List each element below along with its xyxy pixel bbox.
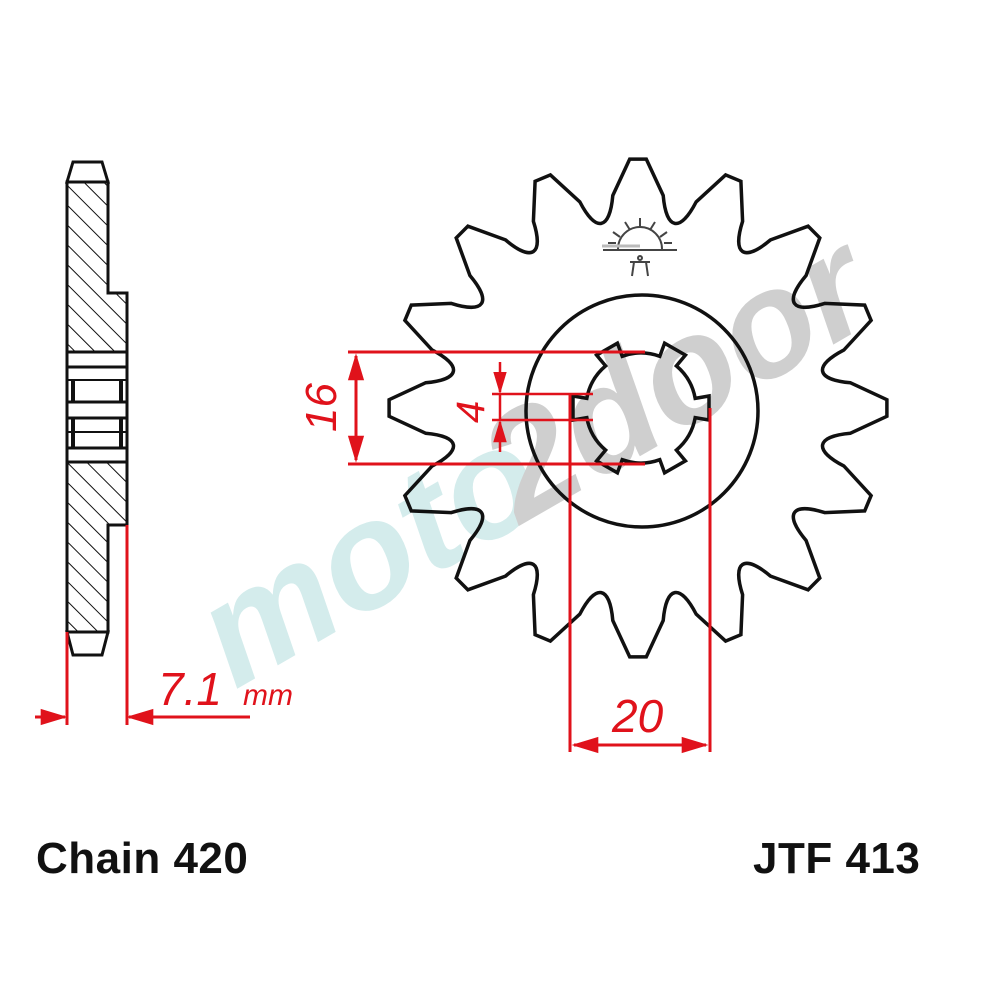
manufacturer-logo-icon xyxy=(602,218,677,277)
side-body-top xyxy=(65,180,129,354)
side-tooth-top xyxy=(64,160,111,184)
spline-bore xyxy=(571,340,711,476)
side-body-bottom xyxy=(65,460,129,634)
side-bore xyxy=(65,350,129,464)
side-view xyxy=(64,160,129,657)
part-number-label: JTF 413 xyxy=(753,834,921,883)
thickness-dimension xyxy=(35,525,250,726)
key-width-dimension xyxy=(492,362,593,452)
side-tooth-bottom xyxy=(65,630,110,657)
chain-size-label: Chain 420 xyxy=(36,834,249,883)
bore-diameter-dimension xyxy=(568,394,712,754)
sprocket-outline xyxy=(387,157,889,659)
spline-height-value: 16 xyxy=(297,383,346,432)
spline-height-dimension xyxy=(347,350,645,466)
bore-diameter-value: 20 xyxy=(611,690,664,742)
key-width-value: 4 xyxy=(449,401,493,423)
thickness-value: 7.1 xyxy=(158,663,222,715)
thickness-unit: mm xyxy=(243,679,293,712)
hub-circle xyxy=(524,293,760,529)
